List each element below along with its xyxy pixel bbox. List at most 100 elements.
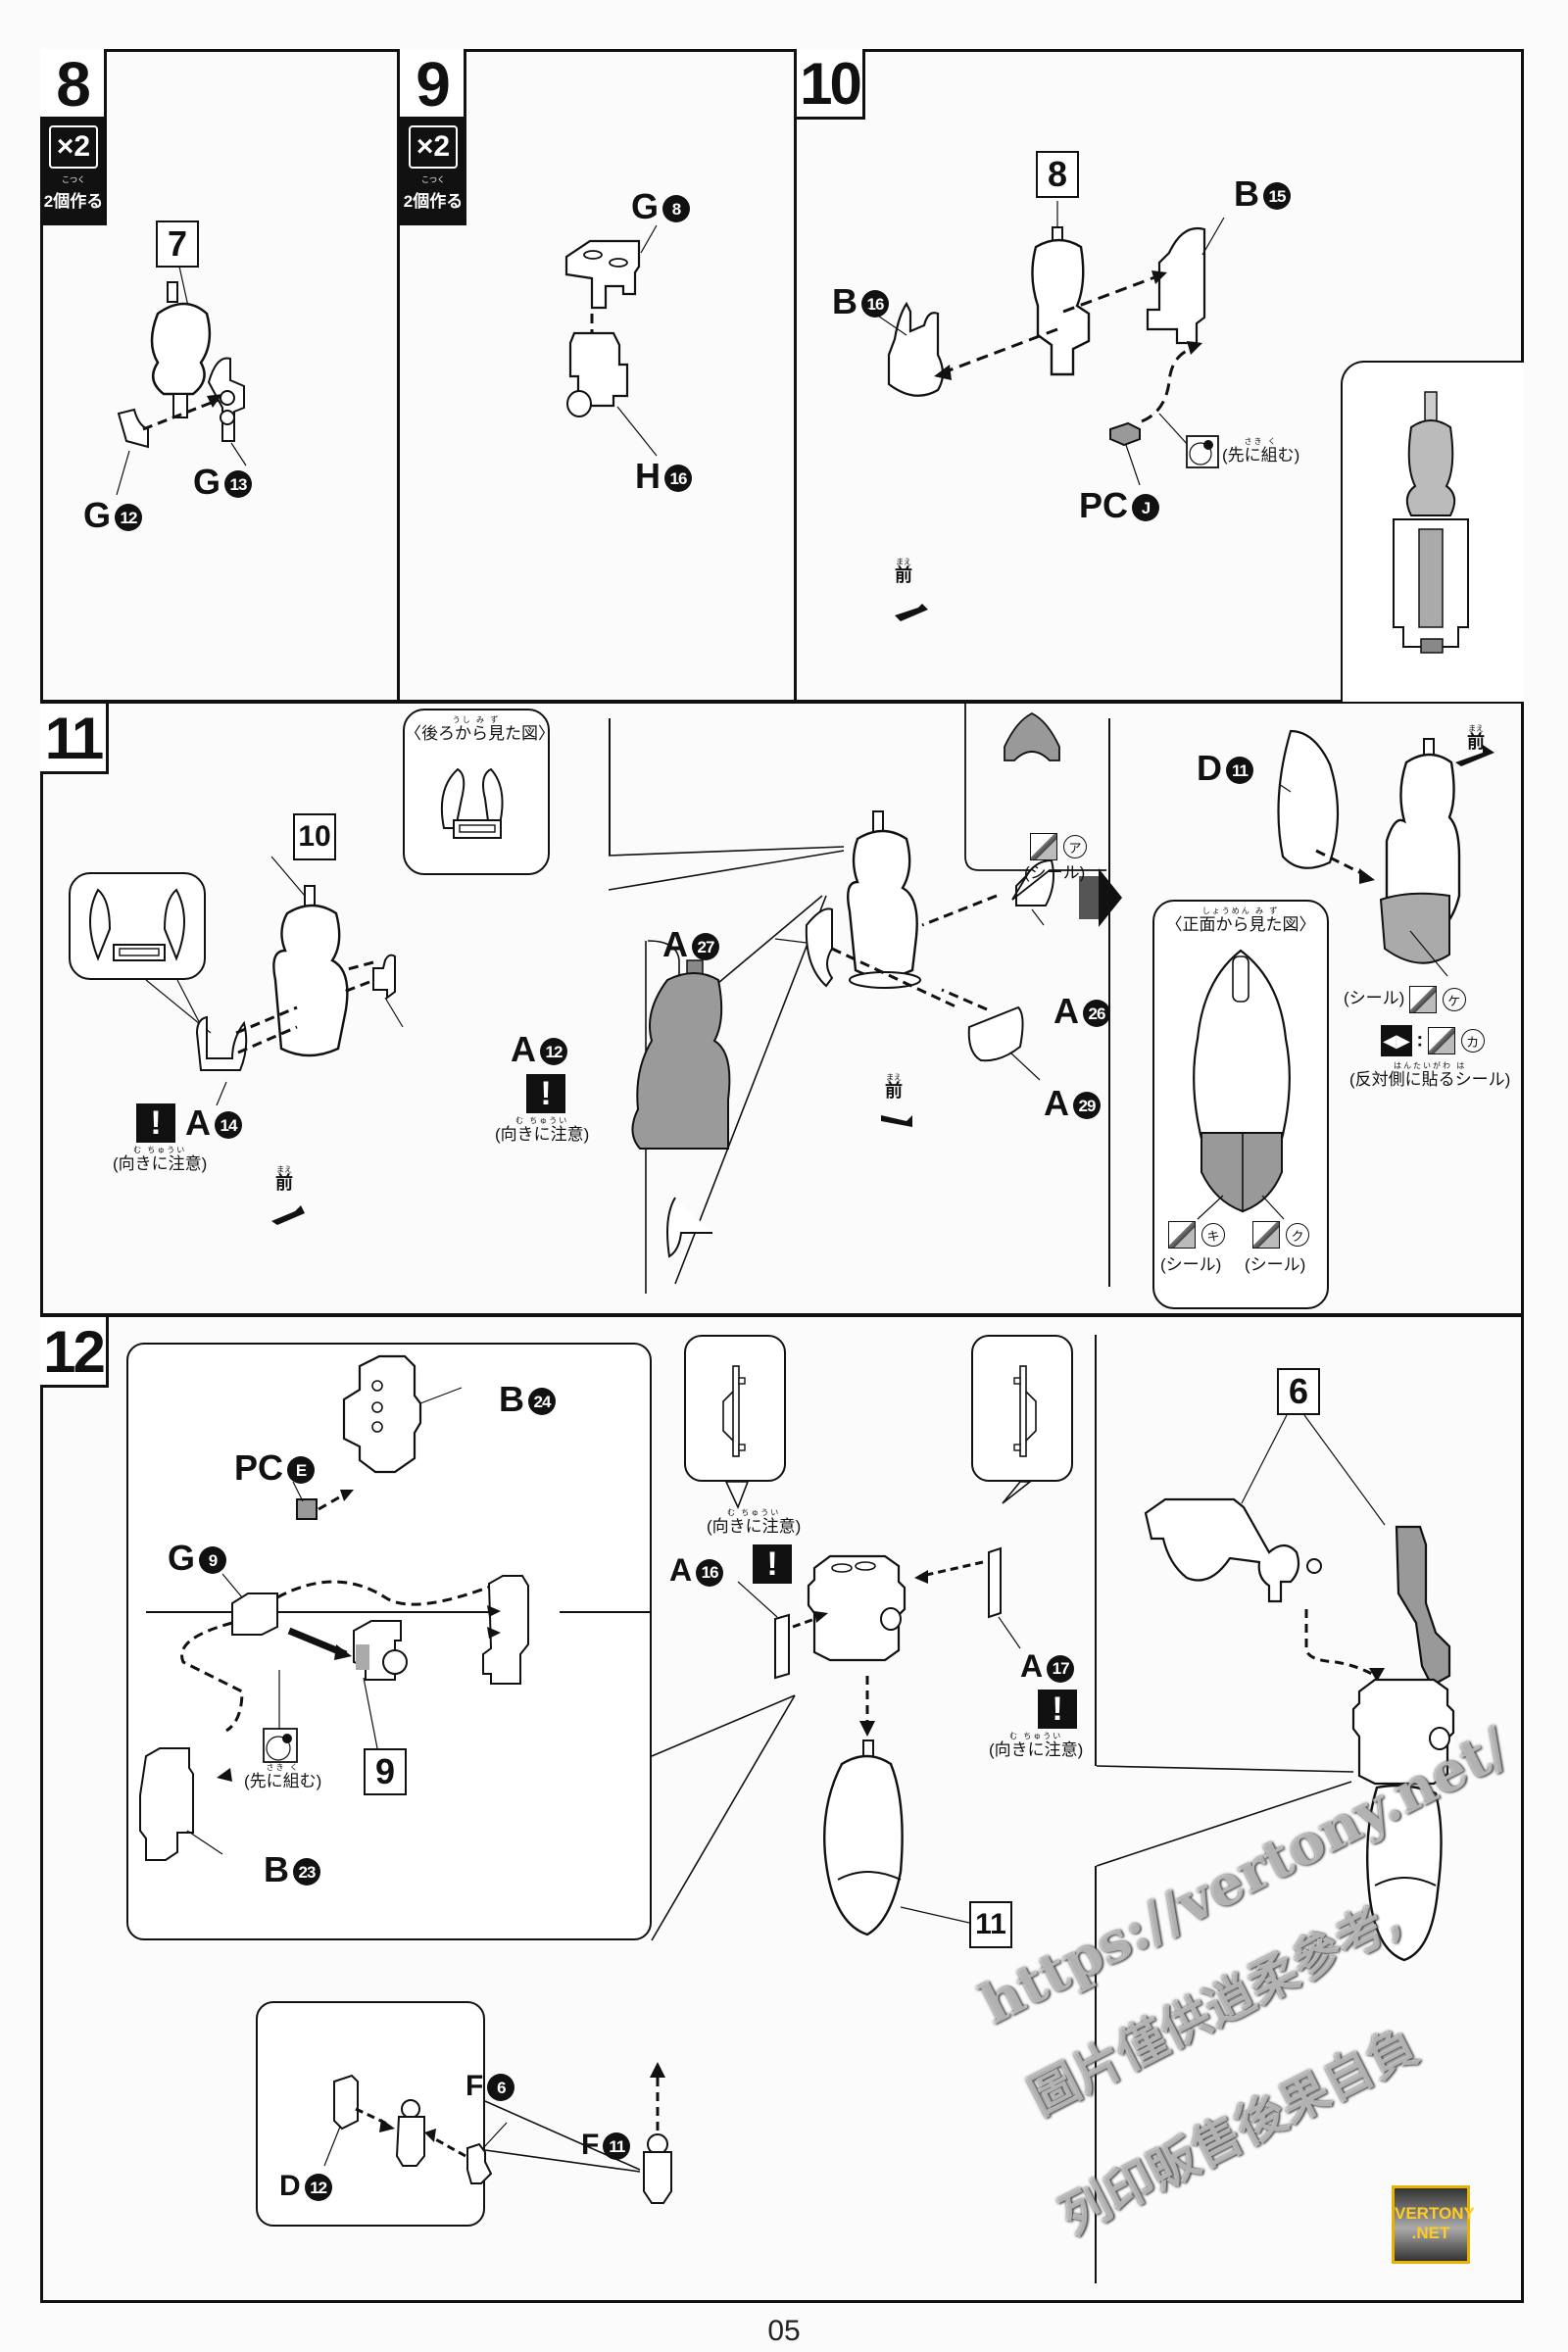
a17-side-view: [1013, 1365, 1037, 1457]
make-two-ruby: こつく: [421, 175, 445, 184]
substep-divider: [1095, 1335, 1097, 1766]
subassembly-ref: 7: [156, 220, 199, 268]
front-ruby: まえ: [1468, 724, 1484, 733]
runner-letter: G: [83, 495, 112, 535]
sticker-icon: [1030, 833, 1057, 860]
hip-block-assembled: [1351, 1678, 1455, 1786]
subassembly-ref-9: 9: [364, 1748, 407, 1795]
front-ruby: まえ: [886, 1073, 902, 1082]
runner-letter: D: [1197, 748, 1222, 788]
front-direction-label: まえ前: [885, 1073, 903, 1101]
runner-letter: PC: [1079, 485, 1129, 525]
runner-letter: A: [1020, 1648, 1044, 1684]
front-view-illustration: [1193, 949, 1291, 1220]
substep-divider: [1095, 1866, 1097, 2283]
hip-block: [807, 1554, 906, 1662]
part-d11: [1277, 729, 1340, 869]
warning-icon: !: [526, 1074, 565, 1113]
runner-letter: A: [511, 1029, 536, 1069]
runner-letter: G: [193, 462, 221, 502]
page-frame: [40, 49, 1524, 2303]
runner-letter: A: [185, 1102, 211, 1143]
runner-letter: G: [168, 1538, 196, 1578]
make-two-badge: ×2 こつく 2個作る: [40, 120, 107, 225]
runner-letter: B: [499, 1379, 524, 1419]
colon: :: [1416, 1029, 1424, 1052]
part-f6: [395, 2116, 425, 2167]
part-number: E: [287, 1456, 316, 1485]
subassembly-ref: 8: [1036, 151, 1079, 198]
part-number: 15: [1263, 182, 1291, 211]
front-text: 前: [275, 1173, 293, 1193]
next-arrow: [1099, 868, 1122, 927]
front-direction-label: まえ前: [895, 559, 912, 585]
runner-letter: D: [279, 2170, 301, 2202]
note-text: (反対側に貼るシール): [1349, 1069, 1511, 1089]
runner-letter: G: [631, 186, 660, 226]
sticker-icon: [1168, 1221, 1196, 1249]
front-text: 前: [885, 1081, 903, 1101]
runner-letter: PC: [234, 1447, 284, 1488]
step-number: 12: [40, 1317, 109, 1388]
mind-direction-note: む ちゅうい(向きに注意): [707, 1508, 801, 1536]
front-arrow: [1455, 745, 1494, 766]
note-text: (先に組む): [1222, 445, 1300, 465]
part-g12: [117, 408, 149, 449]
note-text: (向きに注意): [495, 1124, 590, 1144]
make-two-ruby: こつく: [62, 175, 85, 184]
side-view-illustration: [89, 888, 185, 961]
runner-letter: F: [466, 2070, 484, 2102]
note-ruby: はんたいがわ は: [1394, 1061, 1467, 1070]
part-a14: [195, 1015, 248, 1071]
cutaway-detail-view: [1341, 361, 1524, 702]
a16-orientation-callout: [684, 1335, 786, 1482]
front-text: 前: [895, 565, 912, 585]
part-pc-e: [296, 1498, 318, 1520]
part-number: 29: [1073, 1092, 1101, 1120]
part-number: 12: [304, 2174, 332, 2202]
part-a29: [967, 1005, 1024, 1062]
part-f11: [466, 2142, 493, 2184]
part-number: 23: [293, 1858, 320, 1886]
runner-letter: B: [1234, 173, 1259, 214]
step-11b-illustration: [608, 704, 1122, 1294]
back-view-illustration: [440, 767, 504, 839]
lower-leg-box: [256, 2001, 485, 2227]
times-two-label: ×2: [409, 125, 458, 169]
warning-icon: !: [1038, 1690, 1077, 1729]
leader-line: [230, 442, 247, 466]
subassembly-ref-6: 6: [1277, 1368, 1320, 1415]
subassembly-ref: 10: [293, 813, 336, 860]
sticker-icon: [1427, 1027, 1455, 1054]
part-number: 6: [487, 2074, 515, 2102]
frame-arm-right: [1395, 1525, 1451, 1688]
sticker-label: (シール): [1024, 863, 1086, 882]
col-divider-8-9: [397, 49, 400, 702]
col-divider-9-10: [794, 49, 797, 702]
part-number: 14: [215, 1111, 242, 1140]
front-arrow: [881, 1115, 912, 1127]
note-ruby: む ちゅうい: [1009, 1732, 1063, 1740]
sticker-kana: ク: [1286, 1223, 1309, 1247]
front-direction-label: まえ前: [1467, 724, 1485, 752]
frame-arm-left: [1144, 1497, 1300, 1603]
side-view-callout: [69, 872, 206, 980]
note-ruby: さき く: [266, 1763, 300, 1772]
title-ruby: しょうめん み ず: [1201, 906, 1280, 915]
runner-letter: A: [1044, 1083, 1069, 1123]
a17-orientation-callout: [971, 1335, 1073, 1482]
part-number: 24: [528, 1388, 556, 1416]
knee-joint-part: [172, 393, 188, 418]
part-number: 16: [664, 465, 692, 493]
back-view-title: うし み ず〈後ろから見た図〉: [405, 715, 555, 743]
thigh-assembly: [1031, 238, 1091, 376]
